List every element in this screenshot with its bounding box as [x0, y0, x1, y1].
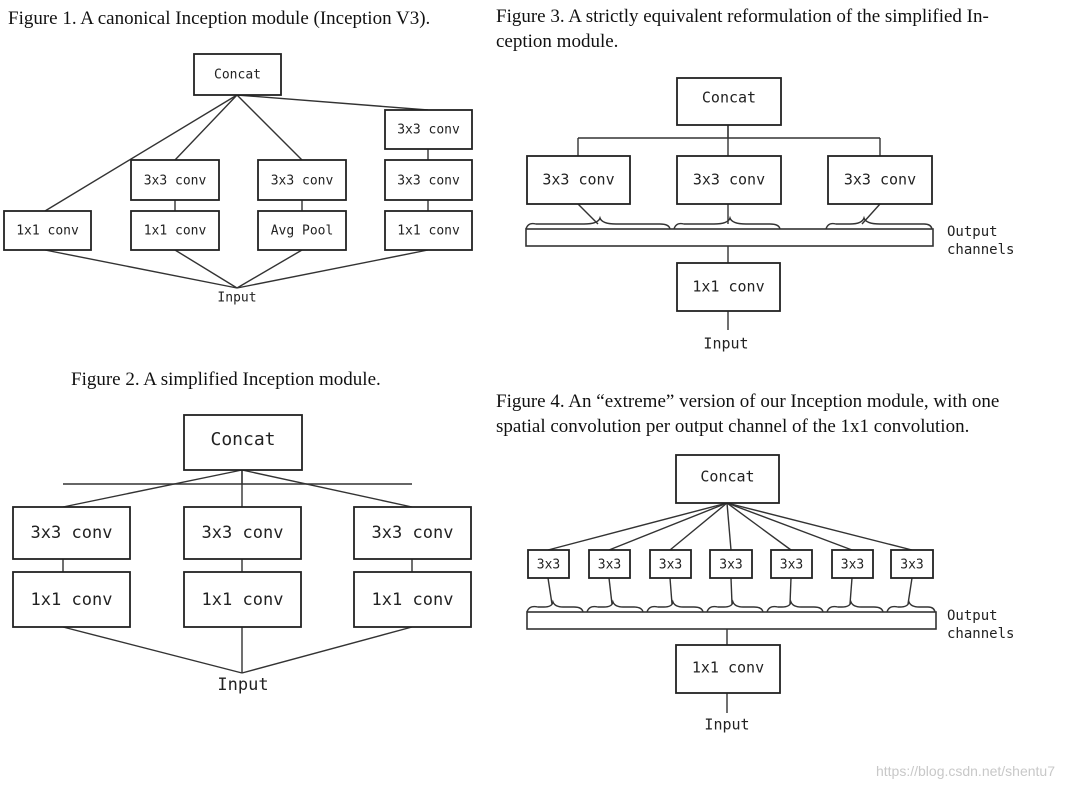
svg-text:Concat: Concat — [700, 468, 754, 486]
figure3-caption-line1: Figure 3. A strictly equivalent reformul… — [496, 6, 989, 27]
fig4-output-label-line2: channels — [947, 626, 1014, 642]
figure1-diagram: Concat 1x1 conv 3x3 conv 1x1 conv 3x3 co… — [3, 53, 473, 306]
fig4-pointwise-node: 1x1 conv — [675, 644, 781, 694]
fig2-branch1-bottom-node: 1x1 conv — [12, 571, 131, 628]
svg-text:1x1 conv: 1x1 conv — [692, 659, 764, 677]
svg-text:3x3: 3x3 — [900, 558, 923, 573]
svg-text:3x3 conv: 3x3 conv — [202, 523, 284, 543]
fig1-concat-node: Concat — [193, 53, 282, 96]
fig2-branch3-top-node: 3x3 conv — [353, 506, 472, 560]
fig1-branch4-middle-node: 3x3 conv — [384, 159, 473, 201]
fig2-input-label: Input — [217, 675, 268, 695]
fig4-conv5-node: 3x3 — [770, 549, 813, 579]
fig2-branch1-top-node: 3x3 conv — [12, 506, 131, 560]
svg-text:Concat: Concat — [210, 429, 275, 450]
fig3-input-label: Input — [703, 335, 748, 353]
svg-text:3x3 conv: 3x3 conv — [397, 174, 460, 189]
figure4-caption-line1: Figure 4. An “extreme” version of our In… — [496, 391, 1000, 412]
figure4-diagram: Concat 3x3 3x3 3x3 3x3 3x3 3x3 3x3 — [526, 454, 1014, 734]
svg-text:Concat: Concat — [702, 89, 756, 107]
fig2-branch3-bottom-node: 1x1 conv — [353, 571, 472, 628]
svg-text:1x1 conv: 1x1 conv — [372, 590, 454, 610]
figure2-caption: Figure 2. A simplified Inception module. — [71, 369, 381, 390]
fig3-conv2-node: 3x3 conv — [676, 155, 782, 205]
fig1-branch4-top-node: 3x3 conv — [384, 109, 473, 150]
svg-text:3x3 conv: 3x3 conv — [397, 123, 460, 138]
svg-text:Concat: Concat — [214, 68, 261, 83]
fig4-output-label-line1: Output — [947, 608, 998, 624]
figure1-caption: Figure 1. A canonical Inception module (… — [8, 8, 431, 29]
figure4-caption-line2: spatial convolution per output channel o… — [496, 416, 970, 437]
svg-text:3x3: 3x3 — [659, 558, 682, 573]
svg-text:3x3: 3x3 — [780, 558, 803, 573]
fig4-conv6-node: 3x3 — [831, 549, 874, 579]
svg-text:1x1 conv: 1x1 conv — [31, 590, 113, 610]
svg-text:3x3: 3x3 — [841, 558, 864, 573]
svg-text:3x3 conv: 3x3 conv — [372, 523, 454, 543]
fig3-conv1-node: 3x3 conv — [526, 155, 631, 205]
svg-text:3x3: 3x3 — [537, 558, 560, 573]
svg-text:3x3: 3x3 — [598, 558, 621, 573]
fig3-conv3-node: 3x3 conv — [827, 155, 933, 205]
svg-text:1x1 conv: 1x1 conv — [144, 224, 207, 239]
svg-text:3x3 conv: 3x3 conv — [31, 523, 113, 543]
fig2-concat-node: Concat — [183, 414, 303, 471]
fig1-branch4-bottom-node: 1x1 conv — [384, 210, 473, 251]
fig4-concat-node: Concat — [675, 454, 780, 504]
fig1-branch3-top-node: 3x3 conv — [257, 159, 347, 201]
svg-text:1x1 conv: 1x1 conv — [202, 590, 284, 610]
figure3-caption-line2: ception module. — [496, 31, 619, 52]
svg-text:3x3 conv: 3x3 conv — [144, 174, 207, 189]
fig2-branch2-top-node: 3x3 conv — [183, 506, 302, 560]
fig1-branch1-bottom-node: 1x1 conv — [3, 210, 92, 251]
figure2-diagram: Concat 3x3 conv 1x1 conv 3x3 conv 1x1 co… — [12, 414, 472, 695]
fig1-input-label: Input — [217, 291, 256, 306]
figure3-diagram: Concat 3x3 conv 3x3 conv 3x3 conv Output… — [525, 77, 1014, 353]
fig4-conv2-node: 3x3 — [588, 549, 631, 579]
svg-text:3x3 conv: 3x3 conv — [542, 171, 614, 189]
watermark: https://blog.csdn.net/shentu7 — [875, 763, 1055, 779]
svg-text:3x3: 3x3 — [719, 558, 742, 573]
svg-text:Avg Pool: Avg Pool — [271, 224, 334, 239]
fig3-concat-node: Concat — [676, 77, 782, 126]
svg-text:3x3 conv: 3x3 conv — [693, 171, 765, 189]
fig3-output-label-line2: channels — [947, 242, 1014, 258]
fig2-branch2-bottom-node: 1x1 conv — [183, 571, 302, 628]
fig4-conv3-node: 3x3 — [649, 549, 692, 579]
svg-text:3x3 conv: 3x3 conv — [844, 171, 916, 189]
fig1-branch2-top-node: 3x3 conv — [130, 159, 220, 201]
fig1-branch3-bottom-node: Avg Pool — [257, 210, 347, 251]
svg-text:3x3 conv: 3x3 conv — [271, 174, 334, 189]
fig4-input-label: Input — [704, 716, 749, 734]
fig4-conv1-node: 3x3 — [527, 549, 570, 579]
fig1-branch2-bottom-node: 1x1 conv — [130, 210, 220, 251]
svg-text:1x1 conv: 1x1 conv — [692, 278, 764, 296]
fig4-conv4-node: 3x3 — [709, 549, 753, 579]
fig3-output-label-line1: Output — [947, 224, 998, 240]
fig3-pointwise-node: 1x1 conv — [676, 262, 781, 312]
svg-text:1x1 conv: 1x1 conv — [397, 224, 460, 239]
svg-text:1x1 conv: 1x1 conv — [16, 224, 79, 239]
fig4-conv7-node: 3x3 — [890, 549, 934, 579]
